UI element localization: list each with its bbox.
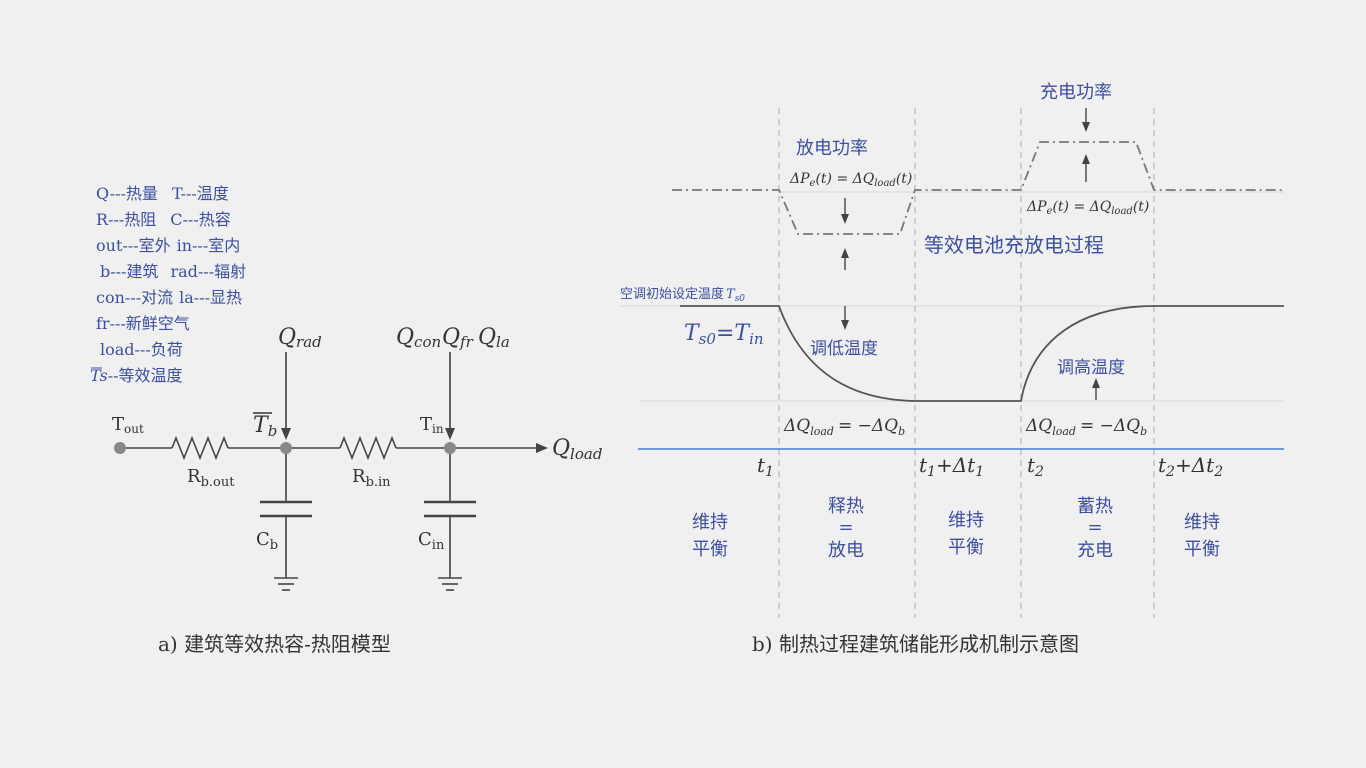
label-discharge-power: 放电功率 xyxy=(796,138,868,159)
phase-labels: 维持 平衡 释热 = 放电 维持 平衡 蓄热 = 充电 维持 平衡 xyxy=(692,496,1220,561)
label-t-out: Tout xyxy=(112,414,144,436)
label-c-in: Cin xyxy=(418,529,445,553)
phase-5-line1: 维持 xyxy=(1184,512,1220,533)
phase-2-line2: = xyxy=(838,517,853,538)
phase-4-line1: 蓄热 xyxy=(1077,496,1113,517)
label-q-fr: Qfr xyxy=(442,325,474,351)
time-label-t1-plus: t1+Δt1 xyxy=(919,453,984,480)
eq-discharge-power: ΔPe(t) = ΔQload(t) xyxy=(789,171,912,189)
time-label-t2: t2 xyxy=(1027,453,1044,480)
resistor-r-b-out xyxy=(171,435,229,461)
phase-boundaries xyxy=(778,108,1155,618)
label-t-in: Tin xyxy=(420,414,444,436)
resistor-r-b-in xyxy=(339,435,397,461)
label-q-con: Qcon xyxy=(396,325,441,351)
phase-4-line3: 充电 xyxy=(1077,540,1113,561)
phase-2-line1: 释热 xyxy=(828,496,864,517)
phase-4-line2: = xyxy=(1087,517,1102,538)
phase-1-line3: 平衡 xyxy=(692,539,728,560)
time-label-t2-plus: t2+Δt2 xyxy=(1158,453,1223,480)
legend-row-6: fr---新鲜空气 xyxy=(96,314,190,333)
phase-5-line3: 平衡 xyxy=(1184,539,1220,560)
phase-3-line1: 维持 xyxy=(948,510,984,531)
node-t-in xyxy=(444,442,456,454)
phase-1-line1: 维持 xyxy=(692,512,728,533)
label-r-b-out: Rb.out xyxy=(187,466,235,490)
eq-dq-charge: ΔQload= −ΔQb xyxy=(1025,416,1147,438)
temperature-curve xyxy=(680,305,1284,402)
node-t-b xyxy=(280,442,292,454)
label-battery-process: 等效电池充放电过程 xyxy=(924,233,1104,257)
label-raise-temp: 调高温度 xyxy=(1057,358,1125,378)
q-load-arrowhead xyxy=(536,443,548,453)
phase-3-line3: 平衡 xyxy=(948,537,984,558)
caption-right: b) 制热过程建筑储能形成机制示意图 xyxy=(752,632,1079,656)
label-q-rad: Qrad xyxy=(278,325,322,351)
power-curve xyxy=(672,141,1284,235)
label-ts0-eq-tin: Ts0=Tin xyxy=(684,321,764,348)
label-q-load: Qload xyxy=(552,436,602,463)
circuit xyxy=(120,352,548,591)
legend-row-8: Ts--等效温度 xyxy=(90,366,183,385)
legend-row-7: load---负荷 xyxy=(100,340,183,359)
mechanism-panel: 放电功率 充电功率 ΔPe(t) = ΔQload(t) ΔPe(t) = ΔQ… xyxy=(620,82,1284,656)
label-r-b-in: Rb.in xyxy=(352,466,391,490)
label-lower-temp: 调低温度 xyxy=(810,339,878,359)
eq-dq-discharge: ΔQload= −ΔQb xyxy=(783,416,905,438)
time-label-t1: t1 xyxy=(757,453,774,480)
label-t-b: Tb xyxy=(253,413,277,440)
label-charge-power: 充电功率 xyxy=(1040,82,1112,103)
label-c-b: Cb xyxy=(256,529,278,553)
phase-2-line3: 放电 xyxy=(828,540,864,561)
node-t-out xyxy=(114,442,126,454)
label-q-la: Qla xyxy=(478,325,510,351)
arrows xyxy=(841,108,1100,400)
eq-charge-power: ΔPe(t) = ΔQload(t) xyxy=(1026,199,1149,217)
caption-left: a) 建筑等效热容-热阻模型 xyxy=(158,632,391,656)
